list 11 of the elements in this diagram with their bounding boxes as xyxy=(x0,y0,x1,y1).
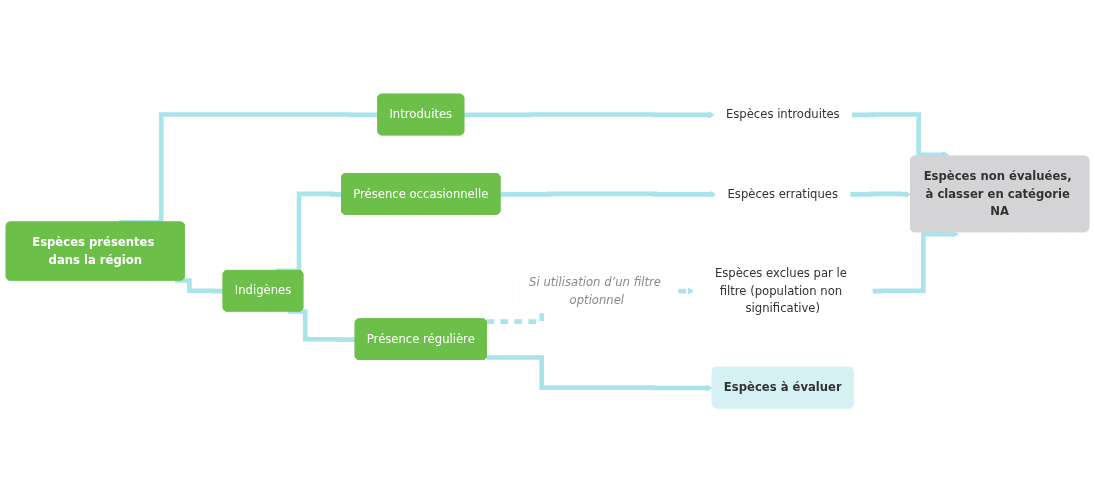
arrow xyxy=(464,111,715,119)
node-text: Espèces exclues par le filtre (population non significative) xyxy=(714,266,847,315)
arrow xyxy=(486,355,713,392)
connector xyxy=(175,278,224,294)
connector xyxy=(288,309,356,342)
node-text: Espèces erratiques xyxy=(727,186,839,201)
arrow xyxy=(872,230,959,294)
arrow xyxy=(500,190,717,198)
arrow xyxy=(850,190,912,198)
node-text: Espèces introduites xyxy=(725,107,840,122)
edge-label: Si utilisation d’un filtre optionnel xyxy=(529,274,661,307)
